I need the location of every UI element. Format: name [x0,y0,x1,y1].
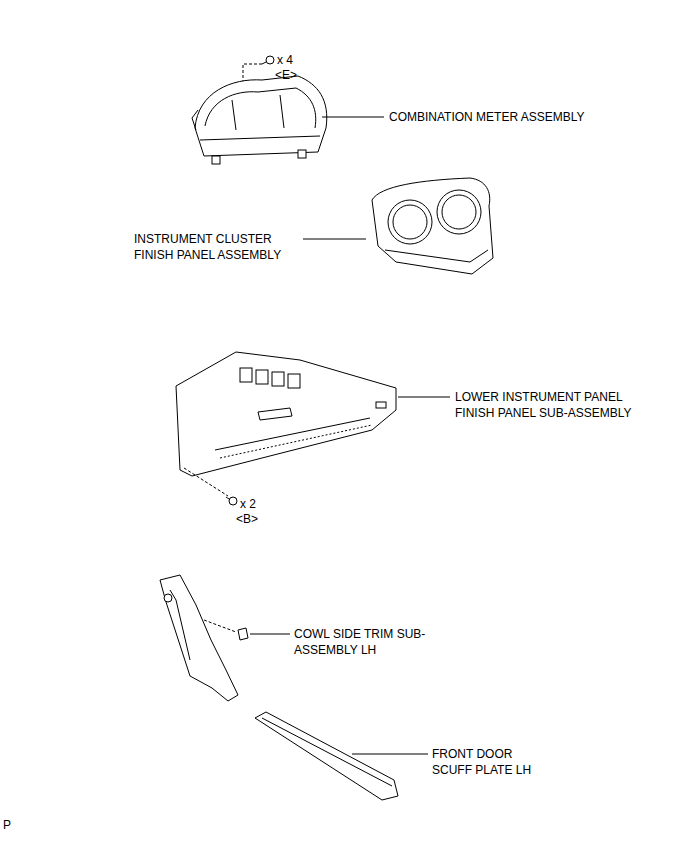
leader-line [322,117,384,118]
lower-instrument-panel [176,352,396,476]
leader-line [303,239,366,240]
leader-line [398,397,450,398]
part-name: FRONT DOOR SCUFF PLATE LH [432,746,544,778]
screw-icon [262,56,274,64]
callout-letter: <B> [236,511,258,527]
part-name: INSTRUMENT CLUSTER FINISH PANEL ASSEMBLY [134,231,294,263]
clip-icon [238,628,248,640]
dashed-line [184,468,228,496]
callout-letter: <E> [275,67,297,83]
quantity-label: x 4 [277,52,293,68]
page-mark: P [3,817,11,833]
leader-line [250,634,290,635]
combination-meter [192,76,327,164]
dashed-line [204,620,236,632]
scuff-plate [255,712,398,800]
screw-icon [226,497,237,505]
part-name: COMBINATION METER ASSEMBLY [389,109,679,125]
quantity-label: x 2 [240,496,256,512]
part-name: LOWER INSTRUMENT PANEL FINISH PANEL SUB-… [455,389,655,421]
leader-line [352,754,428,755]
cowl-side-trim [160,575,238,701]
cluster-finish-panel [372,178,493,274]
part-name: COWL SIDE TRIM SUB-ASSEMBLY LH [294,626,464,658]
